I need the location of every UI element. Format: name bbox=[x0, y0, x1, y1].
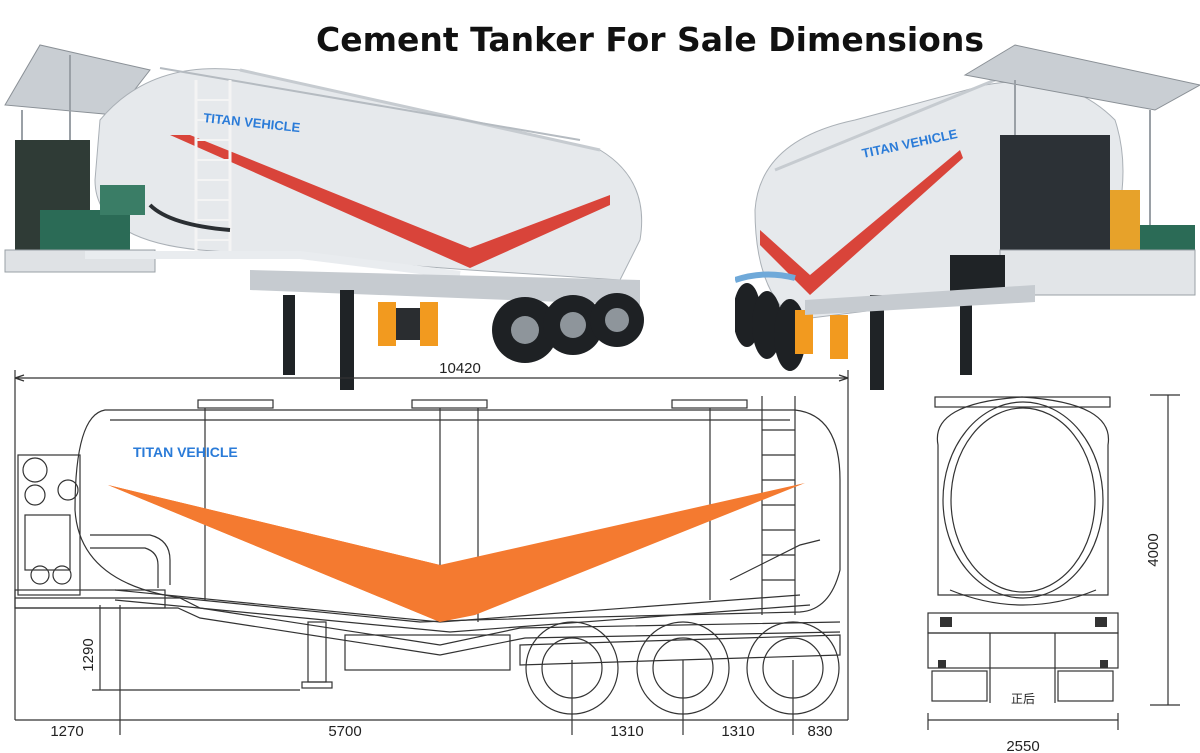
dim-fifth-wheel-height: 1290 bbox=[80, 638, 97, 671]
tanker-trailer-rear-photo-icon: TITAN VEHICLE bbox=[735, 44, 1200, 390]
dim-rear-overhang: 830 bbox=[807, 723, 832, 740]
page-title: Cement Tanker For Sale Dimensions bbox=[316, 20, 984, 59]
dim-axle-spacing-1: 1310 bbox=[610, 723, 643, 740]
brand-label-drawing: TITAN VEHICLE bbox=[133, 444, 238, 460]
dim-overall-height: 4000 bbox=[1145, 533, 1162, 566]
tanker-trailer-photo-icon: TITAN VEHICLE bbox=[4, 44, 644, 390]
dim-overall-width: 2550 bbox=[1006, 738, 1039, 753]
rear-view-label: 正后 bbox=[1011, 692, 1035, 706]
dim-front-overhang: 1270 bbox=[50, 723, 83, 740]
tanker-side-drawing-icon: TITAN VEHICLE 10420 1270 5700 1310 1310 … bbox=[14, 360, 849, 740]
dim-kingpin-to-axle: 5700 bbox=[328, 723, 361, 740]
tanker-rear-drawing-icon: 正后 4000 2550 bbox=[927, 394, 1180, 753]
dim-overall-length: 10420 bbox=[439, 360, 481, 377]
dim-axle-spacing-2: 1310 bbox=[721, 723, 754, 740]
